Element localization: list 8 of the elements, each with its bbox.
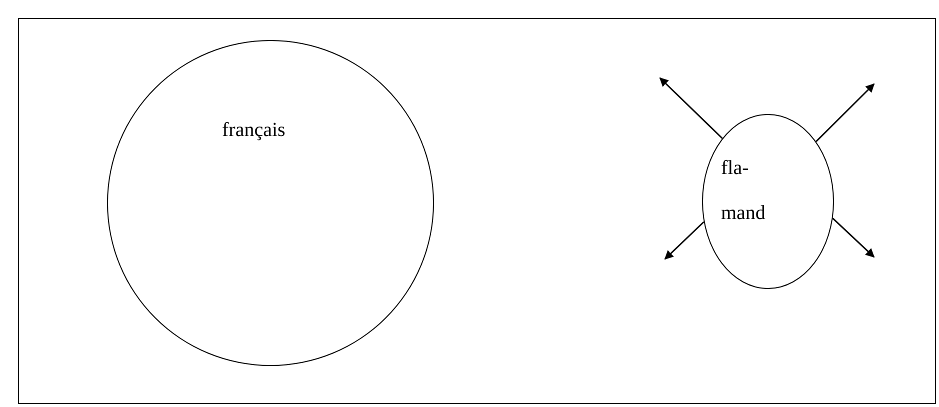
arrow [659, 77, 723, 139]
arrow [664, 221, 704, 260]
arrow [816, 83, 875, 142]
node-label: fla- mand [721, 156, 766, 226]
circle [107, 40, 434, 366]
ellipse [702, 114, 834, 289]
arrow [832, 218, 875, 258]
node-label: français [222, 118, 286, 143]
